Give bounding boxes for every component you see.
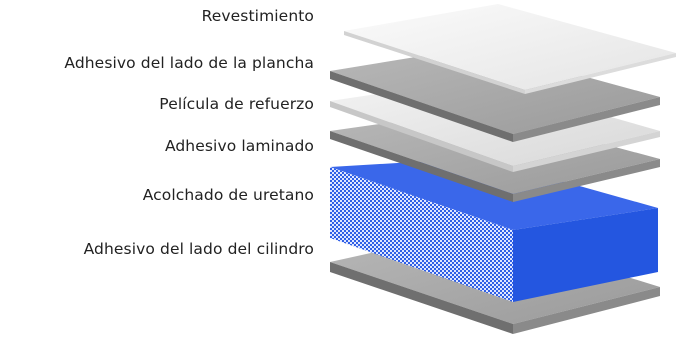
layer-revestimiento — [344, 4, 676, 94]
label-pelicula-refuerzo: Película de refuerzo — [159, 95, 314, 113]
label-adhesivo-laminado: Adhesivo laminado — [164, 137, 314, 155]
label-revestimiento: Revestimiento — [201, 7, 314, 25]
layer-labels: Revestimiento Adhesivo del lado de la pl… — [0, 0, 320, 341]
label-acolchado-uretano: Acolchado de uretano — [142, 186, 314, 204]
layer-adhesivo-plancha — [330, 47, 660, 142]
label-adhesivo-cilindro: Adhesivo del lado del cilindro — [83, 240, 314, 258]
label-adhesivo-plancha: Adhesivo del lado de la plancha — [64, 54, 314, 72]
